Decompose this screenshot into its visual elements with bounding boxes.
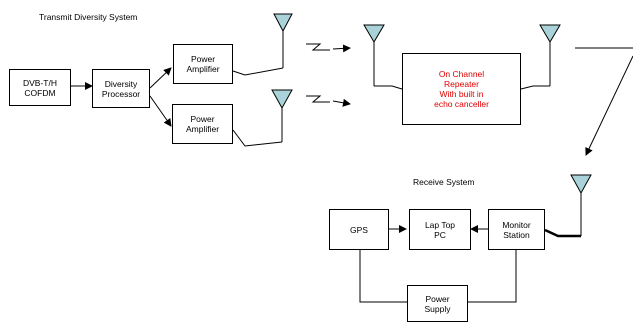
antenna-icon [363,24,385,86]
antenna-icon [273,13,293,68]
receive-section-title: Receive System [413,177,475,187]
radio-link-icon [306,95,351,107]
diversity-processor-block: Diversity Processor [92,69,150,108]
on-channel-repeater-block: On Channel Repeater With built in echo c… [402,53,521,125]
dvb-cofdm-block: DVB-T/H COFDM [9,69,71,106]
transmit-section-title: Transmit Diversity System [39,12,138,22]
monitor-station-label: Monitor Station [502,219,531,240]
power-amplifier-label: Power Amplifier [185,114,220,134]
monitor-station-block: Monitor Station [488,209,545,250]
on-channel-repeater-label: On Channel Repeater With built in echo c… [434,69,489,109]
dvb-cofdm-label: DVB-T/H COFDM [23,77,57,98]
power-supply-block: Power Supply [407,285,468,322]
power-supply-label: Power Supply [424,293,451,314]
laptop-pc-block: Lap Top PC [409,209,471,250]
power-amplifier-block: Power Amplifier [172,104,233,144]
power-amplifier-label: Power Amplifier [186,54,220,74]
antenna-icon [271,89,293,142]
laptop-pc-label: Lap Top PC [424,219,456,240]
gps-block: GPS [329,209,389,250]
antenna-icon [570,174,592,236]
gps-label: GPS [350,224,368,235]
power-amplifier-block: Power Amplifier [173,44,233,84]
radio-link-icon [306,43,351,53]
diversity-processor-label: Diversity Processor [101,78,141,99]
antenna-icon [539,24,561,86]
